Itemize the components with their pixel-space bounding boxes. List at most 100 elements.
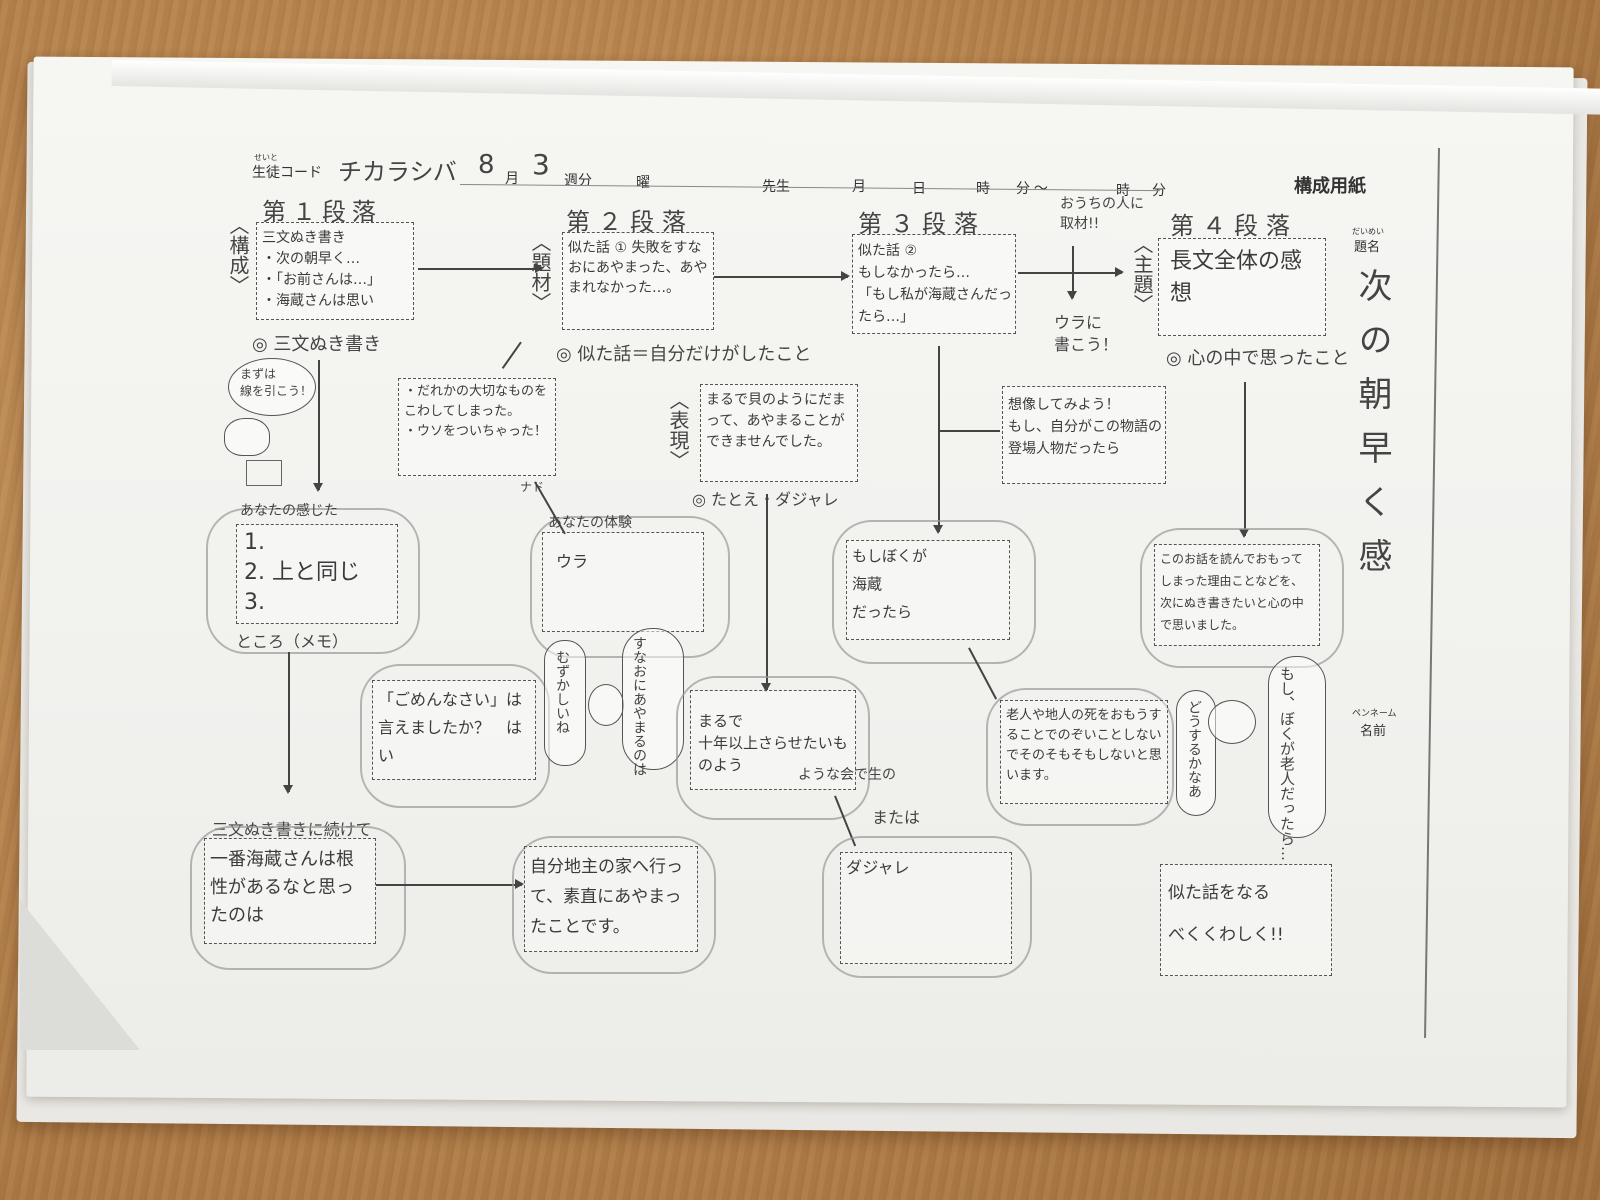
arrow-p4-down bbox=[1240, 382, 1248, 538]
sanbun-note: ◎ 三文ぬき書き bbox=[252, 334, 382, 355]
hyougen-label: 〈表現〉 bbox=[666, 390, 690, 470]
paragraph-2-heading: 第２段落 bbox=[566, 208, 694, 236]
rounin-box bbox=[1000, 700, 1168, 804]
ouchi-note: おうちの人に 取材!! bbox=[1060, 196, 1144, 232]
week-value: 3 bbox=[532, 148, 550, 181]
p3-if-cloud bbox=[832, 520, 1036, 664]
p1-follow-cloud bbox=[190, 826, 406, 970]
p4-think-box bbox=[1154, 544, 1320, 646]
dousuru-bubble bbox=[1176, 690, 1216, 816]
code-ruby: せいと bbox=[254, 153, 278, 162]
moshi-boku-bubble bbox=[1268, 656, 1326, 838]
p3-sub-box bbox=[1002, 386, 1166, 484]
p1-follow-text: 一番海蔵さんは根性があるなと思ったのは bbox=[210, 849, 354, 926]
sanbun-tsuzuke-label: 三文ぬき書きに続けて bbox=[212, 820, 372, 839]
arrow-p1-p2 bbox=[418, 264, 544, 272]
muzukashii-bubble bbox=[544, 640, 586, 766]
date-month-label: 月 bbox=[852, 178, 866, 194]
moshi-boku-text: もし、ぼくが老人だったら… bbox=[1278, 666, 1296, 861]
rounin-text: 老人や地人の死をおもうすることでのぞいことしないでそのそもそもしないと思います。 bbox=[1006, 708, 1162, 783]
p1-main-text: 三文ぬき書き ・次の朝早く… ・「お前さんは…」 ・海蔵さんは思い bbox=[262, 230, 381, 309]
arrow-hyougen-down bbox=[762, 494, 770, 692]
p2-sub-box bbox=[398, 378, 556, 476]
daimei-ruby: だいめい bbox=[1352, 227, 1384, 236]
dajare-text: ダジャレ bbox=[846, 858, 910, 877]
arrow-p1-down bbox=[314, 360, 322, 492]
dajare-cloud bbox=[822, 836, 1032, 978]
p2-main-text: 似た話 ① 失敗をすなおにあやまった、あやまれなかった…。 bbox=[568, 240, 708, 296]
arrow-p3-p4 bbox=[1018, 268, 1124, 276]
final-text: 似た話をなる べくくわしく!! bbox=[1168, 883, 1284, 945]
mazuha-bubble bbox=[228, 358, 316, 416]
mazuha-text: まずは 線を引こう！ bbox=[240, 367, 313, 398]
p3-sub-text: 想像してみよう！ もし、自分がこの物語の登場人物だったら bbox=[1008, 397, 1162, 457]
form-title: 構成用紙 bbox=[1294, 176, 1366, 196]
sunaoni-bubble bbox=[622, 628, 684, 770]
p2-exp-text: ウラ bbox=[556, 552, 589, 571]
marude-text: まるで 十年以上さらせたいものよう bbox=[698, 712, 848, 774]
p3-if-box bbox=[846, 540, 1010, 640]
bear-face-icon bbox=[1208, 700, 1256, 744]
folded-corner bbox=[20, 900, 140, 1050]
gomen-box bbox=[372, 680, 536, 780]
arrow-follow bbox=[376, 880, 524, 888]
tatoe-note: ◎ たとえ・ダジャレ bbox=[692, 490, 839, 509]
penname-label: ペンネーム bbox=[1352, 708, 1397, 718]
paragraph-4-heading: 第４段落 bbox=[1170, 212, 1298, 240]
p2-follow-cloud bbox=[512, 836, 716, 974]
shudai-label: 〈主題〉 bbox=[1130, 234, 1154, 314]
p1-feel-text: 1. 2. 上と同じ 3. bbox=[244, 530, 360, 615]
p3-main-box bbox=[852, 234, 1016, 334]
p2-sub-text: ・だれかの大切なものをこわしてしまった。 ・ウソをついちゃった！ bbox=[404, 384, 548, 439]
p2-main-box bbox=[562, 232, 714, 330]
p1-follow-box bbox=[204, 838, 376, 944]
daizai-label: 〈題材〉 bbox=[526, 232, 555, 342]
p2-hyougen-box bbox=[700, 384, 858, 482]
week-label: 週分 bbox=[564, 172, 592, 188]
final-box bbox=[1160, 864, 1332, 976]
month-label: 月 bbox=[505, 170, 519, 186]
p3-main-text: 似た話 ② もしなかったら… 「もし私が海蔵さんだったら…」 bbox=[858, 243, 1012, 325]
month-value: 8 bbox=[478, 150, 495, 180]
kousei-label: 〈構成〉 bbox=[226, 215, 250, 295]
right-panel-divider bbox=[1424, 147, 1440, 1038]
p2-exp-box bbox=[542, 532, 704, 632]
ura-kakou-note: ウラに 書こう！ bbox=[1054, 313, 1119, 354]
p3-if-text: もしぼくが 海蔵 だったら bbox=[852, 547, 928, 621]
p2-follow-text: 自分地主の家へ行って、素直にあやまったことです。 bbox=[530, 857, 683, 937]
p4-main-box bbox=[1158, 238, 1326, 336]
p4-main-text: 長文全体の感想 bbox=[1170, 249, 1303, 306]
anata-kanjita-label: あなたの感じた bbox=[240, 503, 338, 519]
bear-book-icon bbox=[246, 460, 282, 486]
you-na-label: ような会で生の bbox=[798, 767, 896, 783]
kokoro-note: ◎ 心の中で思ったこと bbox=[1166, 348, 1350, 369]
dajare-box bbox=[840, 852, 1012, 964]
marude-cloud bbox=[676, 676, 870, 820]
muzukashii-text: むずかしいね bbox=[554, 650, 570, 734]
paragraph-1-heading: 第１段落 bbox=[262, 198, 382, 226]
p2-diag-line bbox=[501, 341, 522, 369]
nitabanashi-note: ◎ 似た話＝自分だけがしたこと bbox=[556, 344, 812, 365]
daimei-label: 題名 bbox=[1354, 239, 1381, 254]
code-label: 生徒コード bbox=[252, 164, 322, 180]
paragraph-3-heading: 第３段落 bbox=[858, 210, 986, 238]
rounin-cloud bbox=[986, 688, 1174, 826]
p1-feel-cloud bbox=[206, 508, 420, 654]
tokoro-memo-label: ところ（メモ） bbox=[236, 632, 349, 651]
arrow-p1-feel-down bbox=[284, 652, 292, 794]
bear-drawing-icon bbox=[224, 418, 270, 456]
p2-hyougen-text: まるで貝のようにだまって、あやまることができませんでした。 bbox=[706, 392, 846, 450]
arrow-p2-p3 bbox=[714, 272, 850, 280]
p4-think-text: このお話を読んでおもってしまった理由ことなどを、次にぬき書きたいと心の中で思いま… bbox=[1160, 552, 1304, 632]
code-value: チカラシバ bbox=[338, 158, 457, 186]
youbi-label: 曜 bbox=[636, 174, 650, 190]
dousuru-text: どうするかなあ bbox=[1186, 700, 1202, 798]
sunaoni-text: すなおにあやまるのは bbox=[631, 636, 647, 776]
p1-feel-box bbox=[236, 524, 398, 624]
anata-taiken-label: あなたの体験 bbox=[548, 515, 632, 531]
p1-main-box bbox=[256, 222, 414, 320]
essay-title: 次の朝早く感 bbox=[1352, 268, 1392, 592]
p2-follow-box bbox=[524, 846, 698, 952]
gomen-text: 「ごめんなさい」は言えましたか？ はい bbox=[378, 690, 523, 765]
